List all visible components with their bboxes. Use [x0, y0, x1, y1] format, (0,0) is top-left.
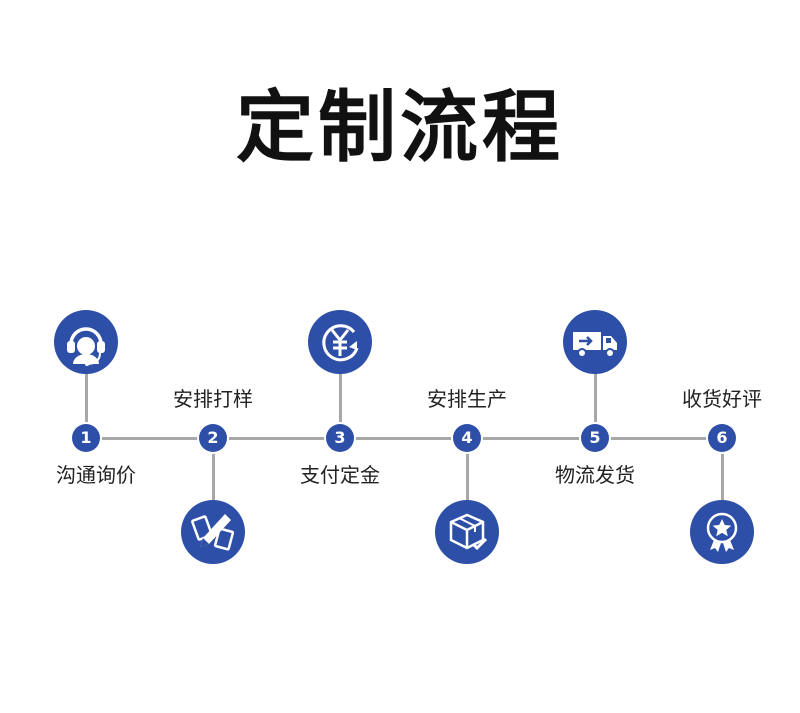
step-label-4: 安排生产	[427, 387, 507, 411]
step-label-6: 收货好评	[682, 387, 762, 411]
pencil-ruler-icon	[181, 500, 245, 564]
connector-step-5	[594, 372, 597, 438]
step-number-2: 2	[199, 424, 227, 452]
connector-step-2	[212, 438, 215, 500]
connector-step-1	[85, 372, 88, 438]
connector-step-4	[466, 438, 469, 500]
page-title: 定制流程	[235, 83, 564, 173]
timeline-horizontal-line	[86, 437, 726, 440]
step-label-5: 物流发货	[555, 463, 635, 487]
step-number-4: 4	[453, 424, 481, 452]
step-number-1: 1	[72, 424, 100, 452]
step-label-2: 安排打样	[173, 387, 253, 411]
step-number-5: 5	[581, 424, 609, 452]
connector-step-3	[339, 372, 342, 438]
customer-service-headset-icon	[54, 310, 118, 374]
step-number-3: 3	[326, 424, 354, 452]
delivery-truck-icon	[563, 310, 627, 374]
connector-step-6	[721, 438, 724, 500]
step-label-1: 沟通询价	[56, 463, 136, 487]
step-label-3: 支付定金	[300, 463, 380, 487]
yuan-payment-icon	[308, 310, 372, 374]
star-badge-icon	[690, 500, 754, 564]
step-number-6: 6	[708, 424, 736, 452]
package-box-check-icon	[435, 500, 499, 564]
